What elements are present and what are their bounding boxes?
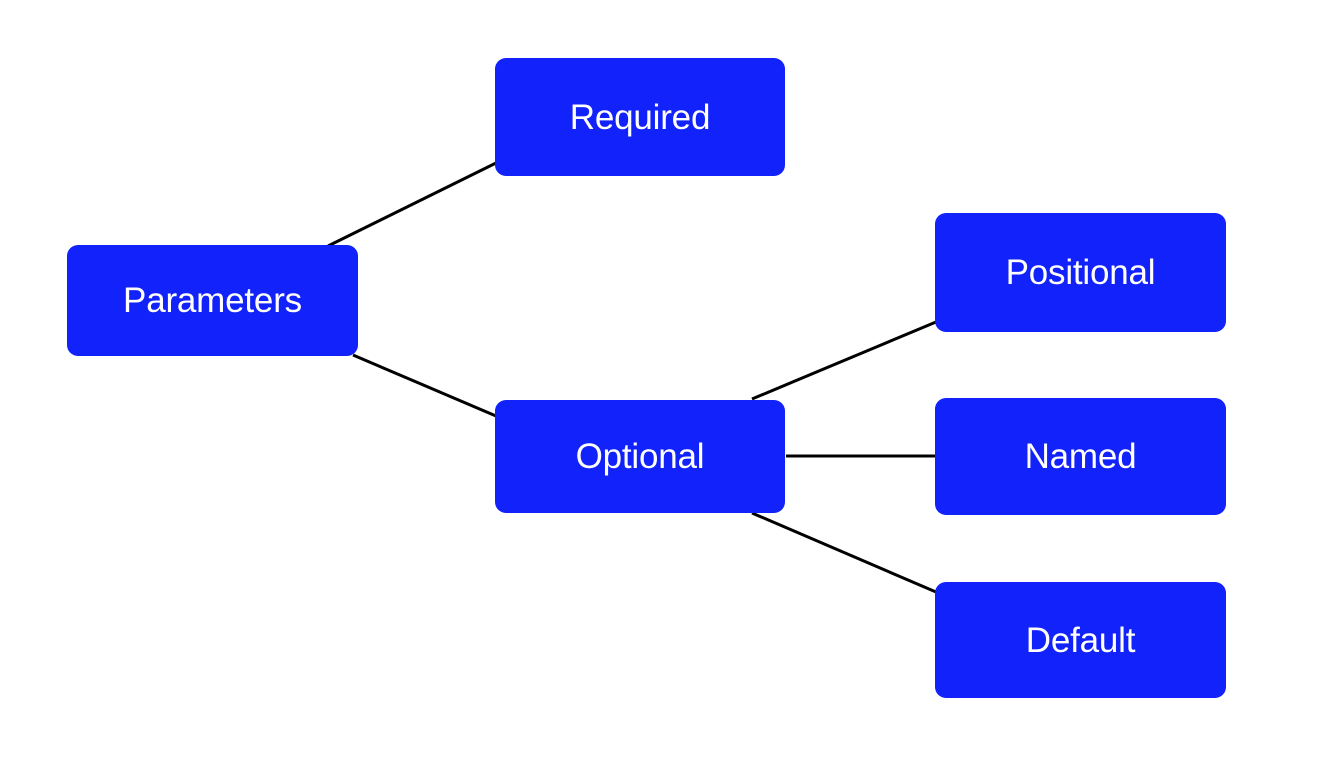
- node-optional-label: Optional: [575, 437, 705, 476]
- node-required-label: Required: [569, 97, 711, 137]
- node-named-label: Named: [1024, 437, 1137, 476]
- edge-optional-default: [751, 511, 937, 594]
- node-named[interactable]: Named: [935, 398, 1226, 515]
- edge-parameters-optional: [352, 353, 497, 418]
- node-required[interactable]: Required: [495, 58, 785, 176]
- edge-optional-positional: [751, 320, 937, 401]
- node-parameters[interactable]: Parameters: [67, 245, 358, 356]
- node-default-label: Default: [1025, 620, 1136, 660]
- node-default[interactable]: Default: [935, 582, 1226, 698]
- node-positional[interactable]: Positional: [935, 213, 1226, 332]
- edge-parameters-required: [327, 161, 497, 248]
- node-parameters-label: Parameters: [123, 281, 302, 320]
- node-optional[interactable]: Optional: [495, 400, 785, 513]
- node-positional-label: Positional: [1005, 253, 1156, 292]
